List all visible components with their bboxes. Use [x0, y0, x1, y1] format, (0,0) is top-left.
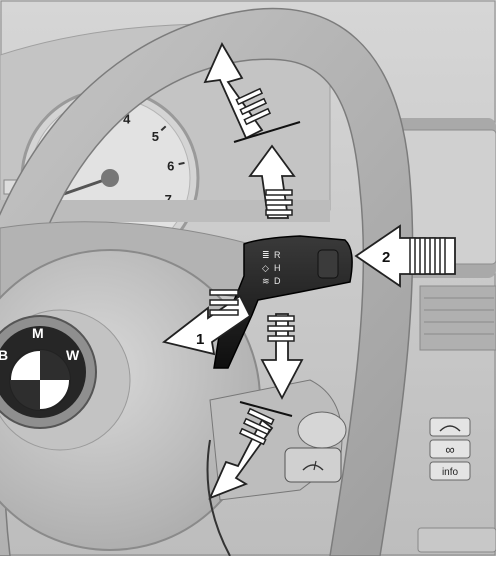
gauge-tick-mark: [179, 163, 185, 164]
stalk-position-label: D: [274, 276, 281, 286]
stalk-symbol: ≋: [262, 276, 270, 286]
stalk-symbol: ≣: [262, 250, 270, 260]
callout-1: 1: [196, 331, 204, 348]
lever-tip-cap: [318, 250, 338, 278]
badge-letter-b: B: [0, 347, 8, 363]
gauge-tick-label: 6: [167, 159, 174, 174]
air-vent: [420, 286, 496, 350]
info-button-label: info: [442, 467, 459, 478]
callout-2: 2: [382, 249, 390, 266]
stalk-position-label: R: [274, 250, 281, 260]
interval-button-label: ∞: [445, 442, 454, 457]
badge-letter-w: W: [66, 347, 80, 363]
stalk-symbol: ◇: [262, 263, 269, 273]
gauge-hub: [101, 169, 119, 187]
button-panel: ∞ info: [430, 418, 470, 480]
stalk-position-label: H: [274, 263, 281, 273]
lower-console-slot: [418, 528, 496, 552]
gauge-tick-label: 5: [152, 129, 159, 144]
badge-letter-m: M: [32, 325, 44, 341]
rear-wiper-button[interactable]: [430, 418, 470, 436]
